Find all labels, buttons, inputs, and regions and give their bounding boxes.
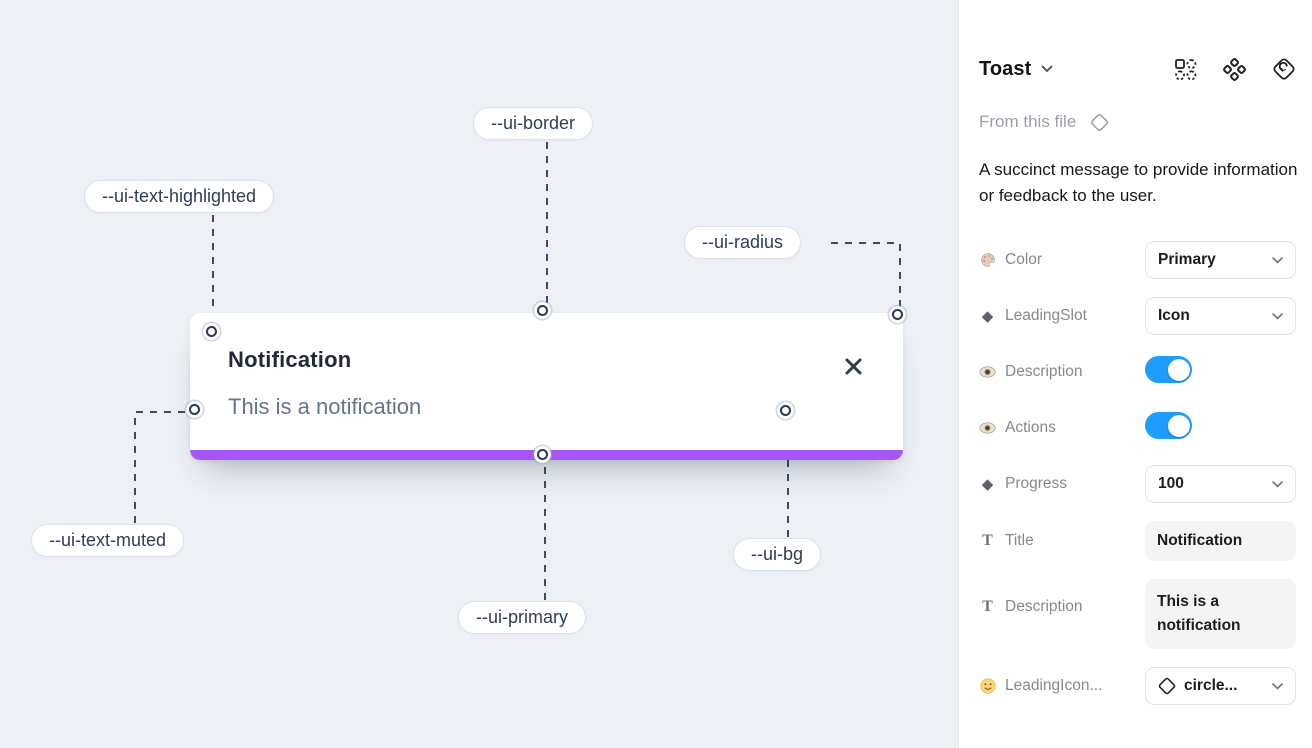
chevron-down-icon — [1272, 682, 1283, 690]
component-name[interactable]: Toast — [979, 57, 1032, 80]
property-row-actions-toggle: Actions — [979, 409, 1296, 447]
toast-description: This is a notification — [228, 394, 422, 419]
prop-label-progress: Progress — [1005, 475, 1068, 492]
description-text-field[interactable]: This is a notification — [1145, 579, 1296, 649]
text-type-icon: T — [982, 532, 993, 549]
color-dropdown[interactable]: Primary — [1145, 241, 1296, 279]
description-toggle[interactable] — [1145, 356, 1192, 383]
target-dot-bg — [780, 405, 791, 416]
properties-panel: Toast — [958, 0, 1312, 748]
chevron-down-icon — [1272, 312, 1283, 320]
diamond-icon: ◆ — [981, 308, 994, 325]
eye-icon — [979, 422, 996, 434]
chevron-down-icon[interactable] — [1041, 65, 1053, 73]
panel-header: Toast — [979, 57, 1296, 81]
annotation-ui-bg: --ui-bg — [733, 538, 822, 571]
annotation-ui-primary: --ui-primary — [458, 601, 586, 634]
prop-label-actions: Actions — [1005, 419, 1056, 436]
target-dot-text-muted — [189, 404, 200, 415]
target-dot-border — [537, 305, 548, 316]
component-icon[interactable] — [1223, 57, 1246, 81]
source-label: From this file — [979, 112, 1077, 131]
smiley-icon — [979, 678, 996, 694]
property-row-leadingicon: LeadingIcon... circle... — [979, 667, 1296, 705]
title-text-field[interactable]: Notification — [1145, 521, 1296, 561]
chevron-down-icon — [1272, 256, 1283, 264]
design-canvas[interactable]: Notification This is a notification --ui… — [0, 0, 958, 748]
property-row-progress: ◆ Progress 100 — [979, 465, 1296, 503]
prop-label-color: Color — [1005, 251, 1043, 268]
diamond-outline-icon — [1090, 113, 1109, 132]
component-props-icon[interactable] — [1174, 58, 1197, 81]
prop-label-leadingicon: LeadingIcon... — [1005, 677, 1103, 694]
progress-dropdown[interactable]: 100 — [1145, 465, 1296, 503]
chevron-down-icon — [1272, 480, 1283, 488]
property-row-description-text: T Description This is a notification — [979, 579, 1296, 649]
property-row-color: Color Primary — [979, 241, 1296, 279]
leadingicon-value: circle... — [1184, 677, 1238, 694]
toggle-knob — [1167, 358, 1190, 381]
target-dot-radius — [892, 309, 903, 320]
leadingslot-dropdown[interactable]: Icon — [1145, 297, 1296, 335]
toggle-knob — [1167, 414, 1190, 437]
annotation-ui-radius: --ui-radius — [684, 226, 802, 259]
actions-toggle[interactable] — [1145, 412, 1192, 439]
property-row-description-toggle: Description — [979, 353, 1296, 391]
close-icon — [843, 356, 864, 377]
annotation-ui-text-highlighted: --ui-text-highlighted — [84, 180, 275, 213]
palette-icon — [979, 252, 996, 268]
leadingicon-dropdown[interactable]: circle... — [1145, 667, 1296, 705]
target-dot-text-highlighted — [206, 326, 217, 337]
main-component-icon[interactable] — [1272, 57, 1296, 81]
toast-component[interactable]: Notification This is a notification — [190, 313, 903, 460]
prop-label-title: Title — [1005, 532, 1034, 549]
progress-value: 100 — [1158, 475, 1184, 492]
source-row: From this file — [979, 112, 1296, 132]
target-dot-primary — [537, 449, 548, 460]
toast-close-button[interactable] — [841, 354, 865, 378]
diamond-icon: ◆ — [981, 476, 994, 493]
annotation-ui-border: --ui-border — [473, 107, 594, 140]
prop-label-leadingslot: LeadingSlot — [1005, 307, 1087, 324]
property-row-leadingslot: ◆ LeadingSlot Icon — [979, 297, 1296, 335]
prop-label-description: Description — [1005, 363, 1083, 380]
property-list: Color Primary ◆ LeadingSlot Icon — [979, 241, 1296, 705]
leadingslot-value: Icon — [1158, 307, 1190, 324]
eye-icon — [979, 366, 996, 378]
toast-title: Notification — [228, 347, 352, 372]
instance-diamond-icon — [1158, 677, 1176, 695]
property-row-title: T Title Notification — [979, 521, 1296, 561]
text-type-icon: T — [982, 598, 993, 615]
prop-label-description-text: Description — [1005, 598, 1083, 615]
component-description: A succinct message to provide informatio… — [979, 160, 1298, 205]
color-value: Primary — [1158, 251, 1216, 268]
annotation-ui-text-muted: --ui-text-muted — [31, 524, 185, 557]
